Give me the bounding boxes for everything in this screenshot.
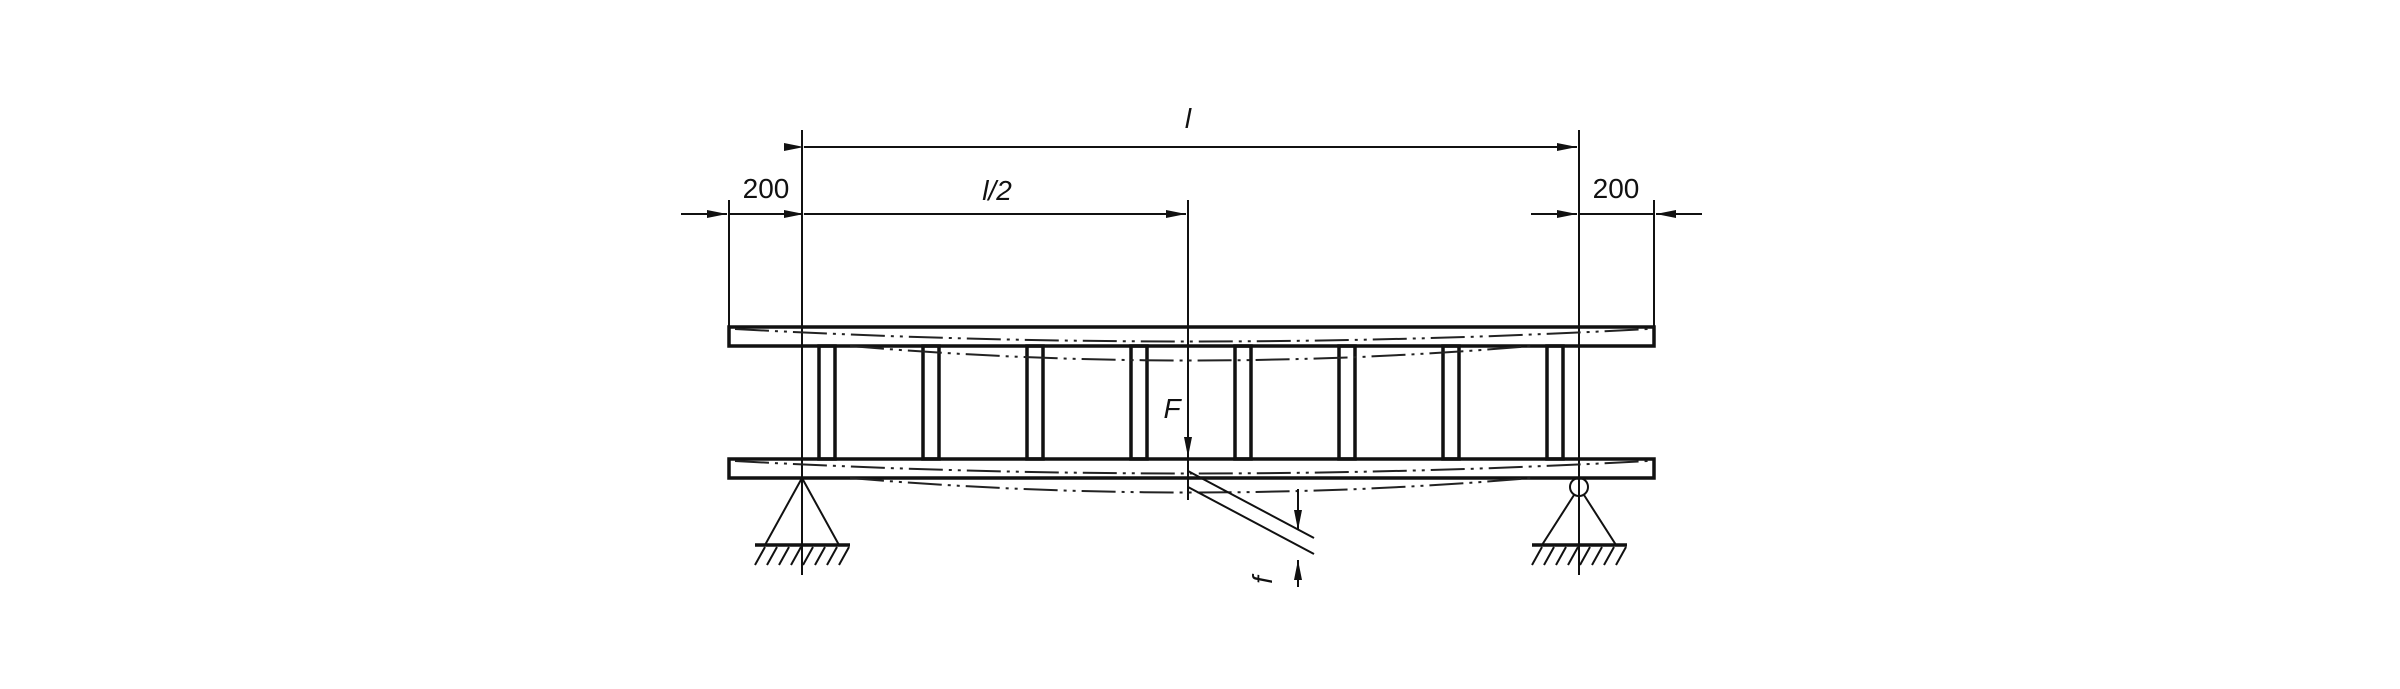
rung — [1441, 344, 1461, 461]
force: F — [1163, 393, 1192, 457]
rung — [1025, 344, 1045, 461]
top-stile — [727, 325, 1656, 348]
deflection-leader-lower — [1187, 486, 1315, 555]
bottom-stile-deflected-edge — [849, 477, 1533, 494]
bottom-stile — [727, 457, 1656, 480]
rung — [1233, 344, 1253, 461]
rungs — [817, 344, 1565, 461]
deflection-leader-upper — [1187, 470, 1315, 539]
ground-hatch-left — [754, 546, 850, 566]
right-support — [1531, 477, 1627, 566]
rung — [1129, 344, 1149, 461]
deflection-label: f — [1247, 573, 1278, 584]
force-label: F — [1163, 393, 1182, 424]
right-overhang-label: 200 — [1593, 173, 1640, 204]
top-stile-deflected-centerline — [734, 328, 1649, 343]
half-span-label: l/2 — [982, 175, 1012, 206]
left-overhang-label: 200 — [743, 173, 790, 204]
top-stile-deflected-edge — [849, 345, 1533, 362]
rung — [817, 344, 837, 461]
span-label: l — [1185, 103, 1192, 134]
ladder — [727, 325, 1656, 494]
deflection: f — [1187, 470, 1315, 587]
bottom-stile-deflected-centerline — [734, 460, 1649, 475]
dimensions: l l/2 200 200 — [681, 103, 1702, 218]
rung — [921, 344, 941, 461]
rung — [1337, 344, 1357, 461]
ground-hatch-right — [1531, 546, 1627, 566]
rung — [1545, 344, 1565, 461]
roller-icon — [1569, 477, 1589, 497]
left-support — [754, 475, 850, 566]
extension-lines — [728, 130, 1655, 575]
